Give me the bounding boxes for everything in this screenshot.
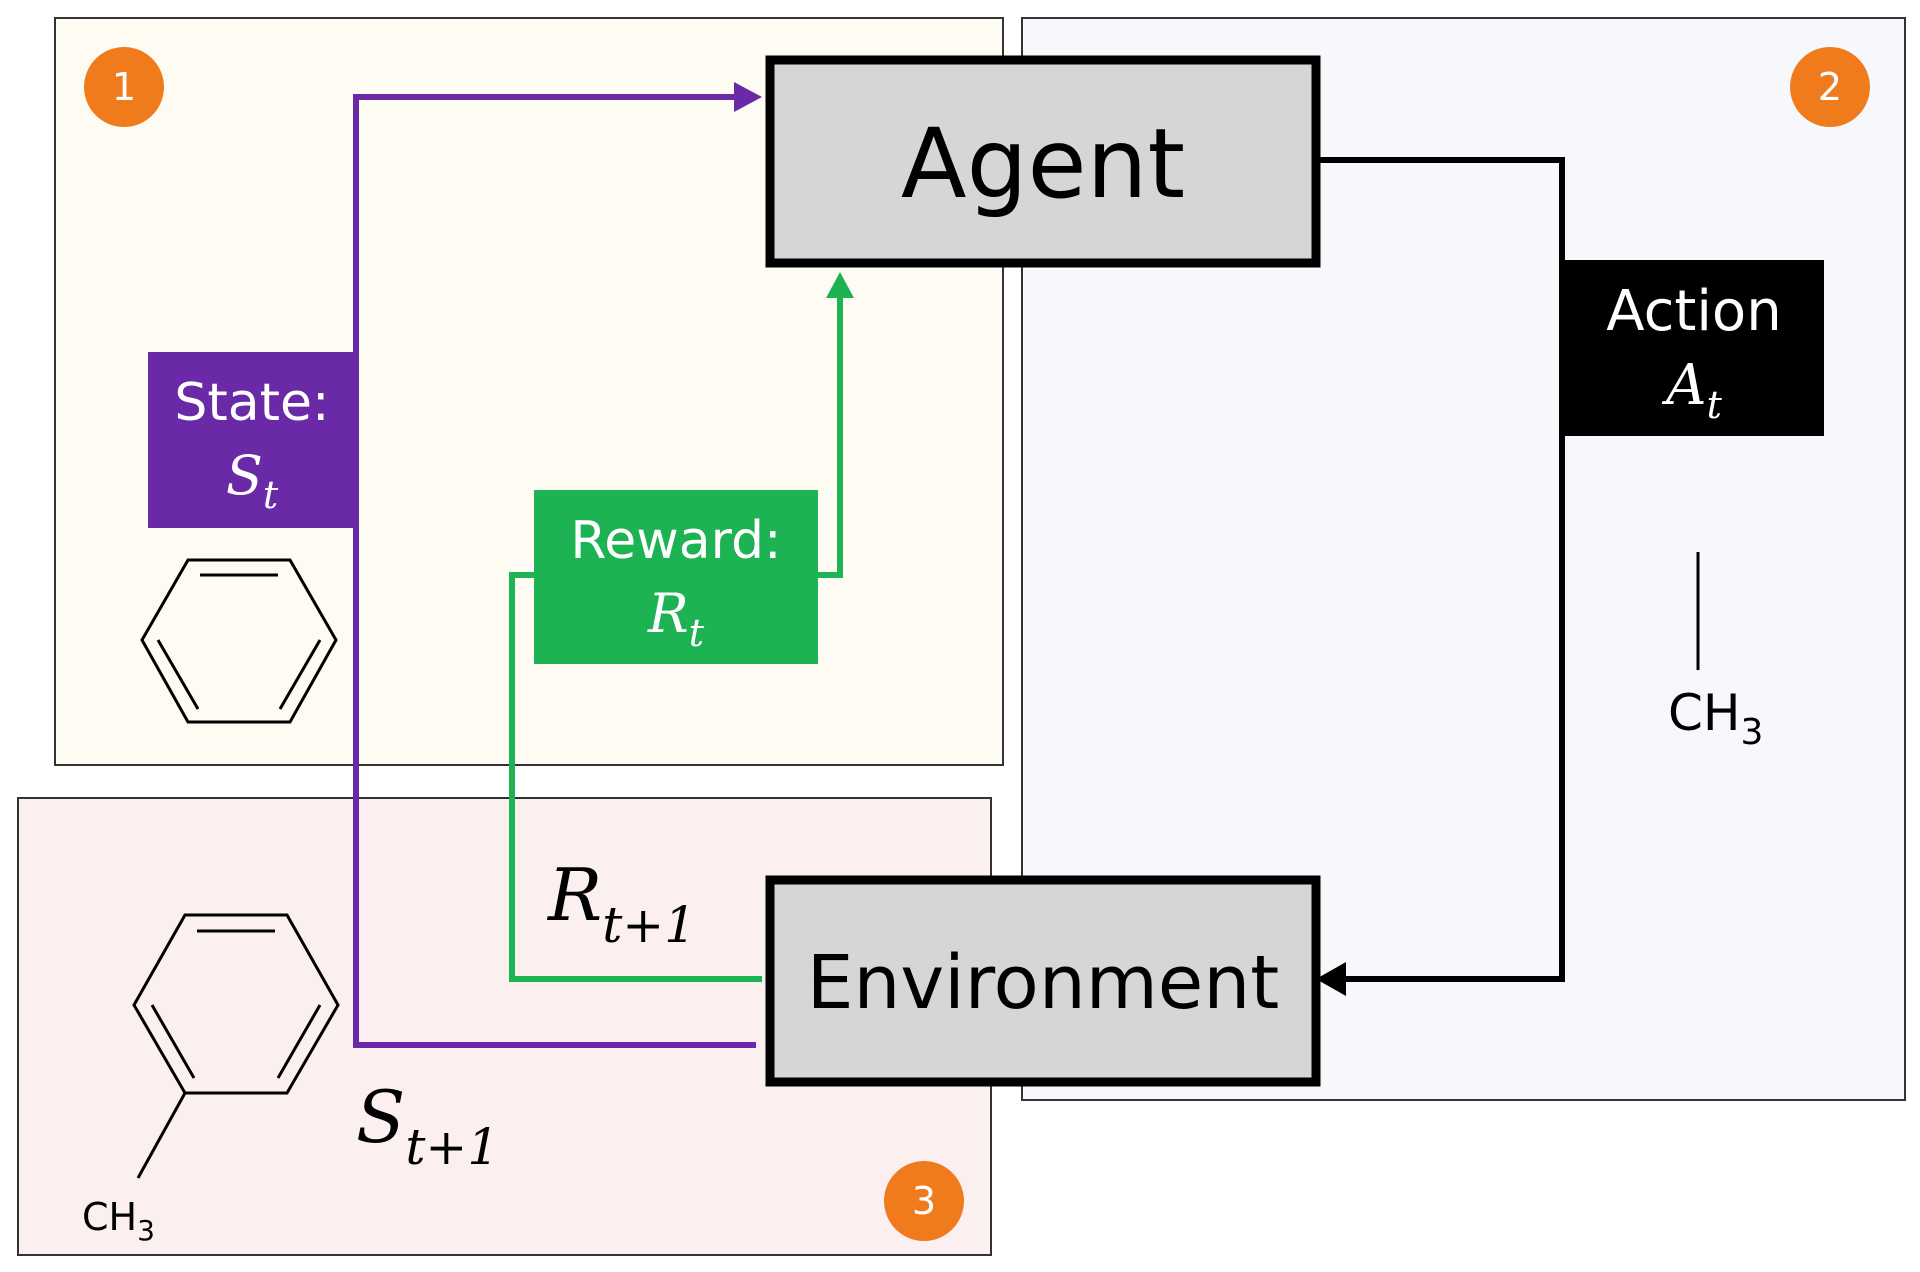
reward-label: Reward: bbox=[570, 511, 781, 571]
reward-arrowhead bbox=[826, 272, 854, 298]
action-symbol: At bbox=[1661, 353, 1722, 427]
badge-1-label: 1 bbox=[112, 65, 136, 109]
badge-2-label: 2 bbox=[1818, 65, 1842, 109]
reward-box: Reward: Rt bbox=[534, 490, 818, 664]
action-arrowhead bbox=[1316, 962, 1346, 996]
state-box: State: St bbox=[148, 352, 356, 528]
state-arrowhead bbox=[734, 82, 762, 112]
reward-arrow bbox=[509, 572, 762, 982]
agent-box: Agent bbox=[765, 55, 1321, 268]
agent-label: Agent bbox=[901, 108, 1185, 220]
next-reward-label: Rt+1 bbox=[546, 853, 696, 954]
state-arrow bbox=[353, 94, 756, 1048]
badge-2: 2 bbox=[1790, 47, 1870, 127]
action-label: Action bbox=[1606, 279, 1781, 344]
action-box: Action At bbox=[1560, 260, 1824, 436]
reward-arrow-up bbox=[818, 294, 843, 578]
environment-box: Environment bbox=[765, 875, 1321, 1087]
methyl-action-label: CH3 bbox=[1668, 684, 1763, 753]
badge-3: 3 bbox=[884, 1161, 964, 1241]
reward-symbol: Rt bbox=[647, 582, 705, 655]
methyl-toluene-label: CH3 bbox=[82, 1195, 155, 1247]
badge-1: 1 bbox=[84, 47, 164, 127]
toluene-molecule bbox=[132, 913, 340, 1179]
state-label: State: bbox=[174, 373, 329, 433]
next-state-label: St+1 bbox=[356, 1075, 499, 1176]
badge-3-label: 3 bbox=[912, 1179, 936, 1223]
state-symbol: St bbox=[226, 444, 279, 517]
benzene-molecule bbox=[140, 558, 338, 724]
action-arrow bbox=[1318, 157, 1565, 982]
environment-label: Environment bbox=[807, 940, 1280, 1026]
